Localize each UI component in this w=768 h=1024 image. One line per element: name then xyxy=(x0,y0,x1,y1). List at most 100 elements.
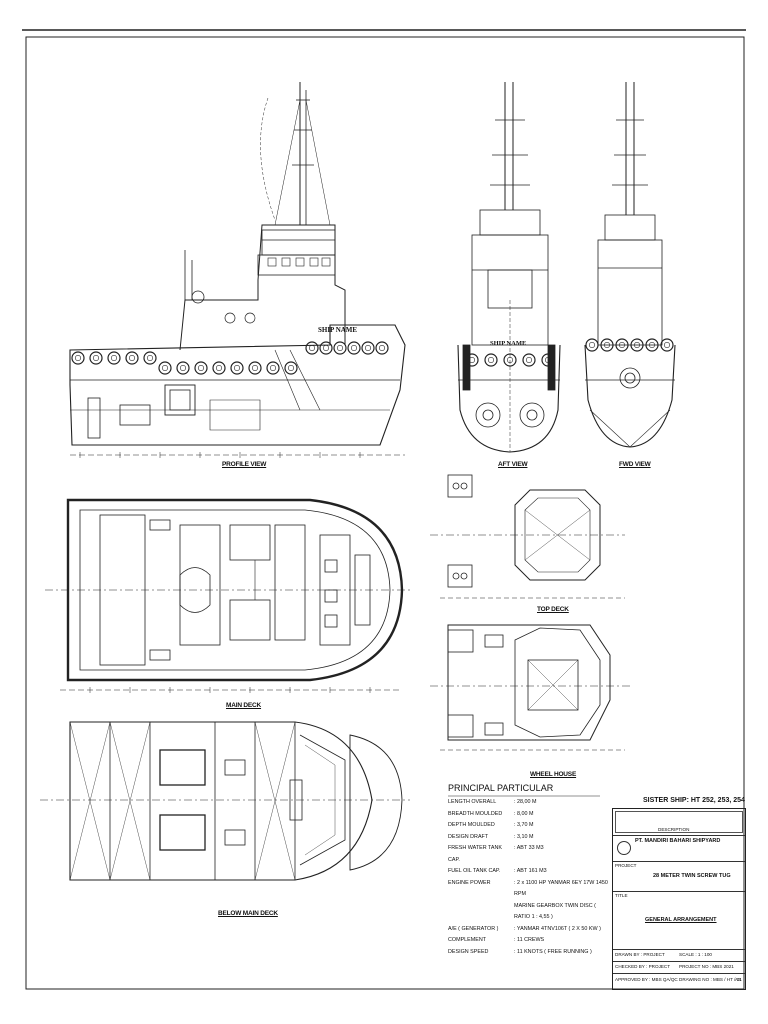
fender-hub-icon xyxy=(633,341,640,348)
fender-icon xyxy=(266,361,280,375)
title-block-row: CHECKED BY : PROJECT PROJECT NO : MBS 20… xyxy=(613,961,745,974)
profile-view-drawing xyxy=(69,82,406,458)
particular-value: : ABT 161 M3 xyxy=(514,868,547,874)
particular-value: : YANMAR 4TNV106T ( 2 X 50 KW ) xyxy=(514,925,601,932)
fender-hub-icon xyxy=(663,341,670,348)
drawing-title-row: TITLE GENERAL ARRANGEMENT xyxy=(613,891,745,950)
particulars-row: MARINE GEARBOX TWIN DISC ( RATIO 1 : 4,5… xyxy=(448,901,608,924)
project-label: PROJECT xyxy=(615,863,637,868)
particulars-row: DESIGN SPEED: 11 KNOTS ( FREE RUNNING ) xyxy=(448,947,608,959)
fender-hub-icon xyxy=(350,344,357,351)
drawing-number: DRAWING NO : MBS / HT / 01 xyxy=(679,977,742,982)
sister-ship-note: SISTER SHIP: HT 252, 253, 254 xyxy=(643,797,745,804)
particulars-row: DESIGN DRAFT : 3,10 M xyxy=(448,832,608,844)
fender-icon xyxy=(600,338,614,352)
fender-hub-icon xyxy=(287,364,294,371)
particulars-row: BREADTH MOULDED: 8,00 M xyxy=(448,809,608,821)
title-block-row: APPROVED BY : MBS QA/QC DRAWING NO : MBS… xyxy=(613,973,745,988)
fender-hub-icon xyxy=(234,364,241,371)
fender-hub-icon xyxy=(588,341,595,348)
project-number: PROJECT NO : MBS 2021 xyxy=(679,964,734,969)
fender-hub-icon xyxy=(111,354,118,361)
particular-value: : 2 x 1100 HP YANMAR 6EY 17W 1450 RPM xyxy=(514,879,608,898)
particular-value: : ABT 33 M3 xyxy=(514,845,544,851)
particular-value: : 8,00 M xyxy=(514,810,534,817)
drawing-title: GENERAL ARRANGEMENT xyxy=(645,917,717,923)
fender-icon xyxy=(615,338,629,352)
aft-view-title: AFT VIEW xyxy=(498,461,528,468)
fender-hub-icon xyxy=(93,354,100,361)
shipyard-logo-icon xyxy=(617,841,631,855)
fender-icon xyxy=(176,361,190,375)
fender-hub-icon xyxy=(147,354,154,361)
fender-hub-icon xyxy=(487,356,494,363)
particular-value: MARINE GEARBOX TWIN DISC ( RATIO 1 : 4,5… xyxy=(514,902,596,921)
particular-label: FRESH WATER TANK CAP. xyxy=(448,845,503,863)
below-main-deck-title: BELOW MAIN DECK xyxy=(218,910,278,917)
particular-label xyxy=(448,901,514,924)
fender-icon xyxy=(541,353,555,367)
aft-ship-name-marking: SHIP NAME xyxy=(490,340,527,347)
particulars-row: LENGTH OVERALL: 28,00 M xyxy=(448,797,608,809)
company-row: PT. MANDIRI BAHARI SHIPYARD xyxy=(613,835,745,862)
fender-hub-icon xyxy=(648,341,655,348)
fender-icon xyxy=(660,338,674,352)
profile-view-title: PROFILE VIEW xyxy=(222,461,267,468)
particular-value: : 3,10 M xyxy=(514,833,534,840)
particular-value: : 3,70 M xyxy=(514,822,534,828)
particulars-row: DEPTH MOULDED: 3,70 M xyxy=(448,820,608,832)
fender-hub-icon xyxy=(75,354,82,361)
fender-icon xyxy=(71,351,85,365)
sheet-size: A3 xyxy=(735,977,741,982)
fender-icon xyxy=(158,361,172,375)
fender-hub-icon xyxy=(618,341,625,348)
fender-hub-icon xyxy=(162,364,169,371)
title-block: DESCRIPTION PT. MANDIRI BAHARI SHIPYARD … xyxy=(612,808,746,990)
scale: SCALE : 1 : 100 xyxy=(679,952,712,957)
fender-icon xyxy=(143,351,157,365)
particulars-row: A/E ( GENERATOR ): YANMAR 4TNV106T ( 2 X… xyxy=(448,924,608,936)
project-row: PROJECT 28 METER TWIN SCREW TUG xyxy=(613,861,745,892)
fwd-fender-row xyxy=(585,338,674,352)
fender-hub-icon xyxy=(322,344,329,351)
project-name: 28 METER TWIN SCREW TUG xyxy=(653,873,731,879)
fender-icon xyxy=(125,351,139,365)
fender-icon xyxy=(484,353,498,367)
particular-label: FUEL OIL TANK CAP. xyxy=(448,868,501,874)
fender-icon xyxy=(212,361,226,375)
fender-hub-icon xyxy=(129,354,136,361)
fender-hub-icon xyxy=(378,344,385,351)
fender-icon xyxy=(465,353,479,367)
fender-hub-icon xyxy=(180,364,187,371)
revision-table: DESCRIPTION xyxy=(613,809,745,836)
below-main-deck-drawing xyxy=(40,721,410,881)
particular-value: : 28,00 M xyxy=(514,799,537,805)
fender-icon xyxy=(347,341,361,355)
principal-particulars-table: PRINCIPAL PARTICULAR LENGTH OVERALL: 28,… xyxy=(448,782,608,958)
fender-icon xyxy=(375,341,389,355)
fender-hub-icon xyxy=(336,344,343,351)
wheel-house-drawing xyxy=(430,624,630,751)
fender-hub-icon xyxy=(364,344,371,351)
fender-hub-icon xyxy=(603,341,610,348)
particular-value: : 11 CREWS xyxy=(514,937,545,943)
company-name: PT. MANDIRI BAHARI SHIPYARD xyxy=(635,838,721,844)
fwd-view-drawing xyxy=(584,82,676,448)
fender-hub-icon xyxy=(308,344,315,351)
fender-icon xyxy=(585,338,599,352)
particulars-row: ENGINE POWER: 2 x 1100 HP YANMAR 6EY 17W… xyxy=(448,878,608,901)
profile-fender-row xyxy=(71,341,389,375)
fender-hub-icon xyxy=(198,364,205,371)
fender-icon xyxy=(107,351,121,365)
fender-icon xyxy=(319,341,333,355)
fender-icon xyxy=(248,361,262,375)
fender-icon xyxy=(645,338,659,352)
aft-fender-row xyxy=(465,353,555,367)
fender-hub-icon xyxy=(468,356,475,363)
fender-hub-icon xyxy=(216,364,223,371)
title-label: TITLE xyxy=(615,893,628,898)
fender-icon xyxy=(630,338,644,352)
particular-label: DESIGN DRAFT xyxy=(448,833,489,840)
